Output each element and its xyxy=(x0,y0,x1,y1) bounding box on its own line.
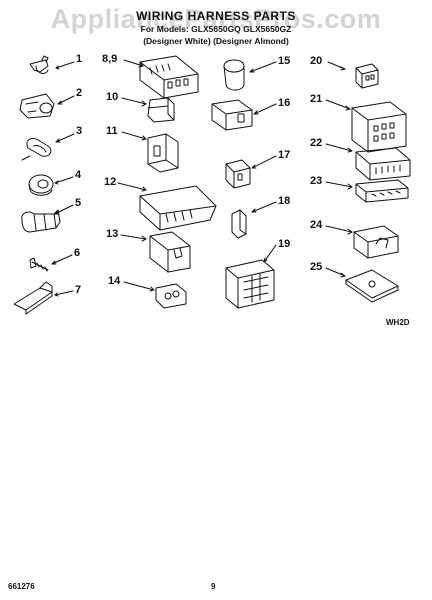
callout-23: 23 xyxy=(310,175,323,187)
figure-code: WH2D xyxy=(386,318,410,327)
part-7-terminal-strip xyxy=(13,281,53,315)
part-24-latch-housing xyxy=(353,225,399,259)
callout-5: 5 xyxy=(75,197,82,209)
callout-6: 6 xyxy=(74,247,81,259)
part-12-connector-bar xyxy=(139,185,217,231)
callout-21: 21 xyxy=(310,93,323,105)
callout-11: 11 xyxy=(106,125,118,137)
part-13-housing xyxy=(149,231,191,273)
part-2-strain-relief xyxy=(19,93,55,119)
callout-20: 20 xyxy=(310,55,323,67)
page-title: WIRING HARNESS PARTS xyxy=(136,9,296,23)
part-10-connector xyxy=(147,97,175,123)
model-numbers: For Models: GLX5650GQ GLX5650GZ xyxy=(140,24,292,34)
callout-8-9: 8,9 xyxy=(102,53,118,65)
part-16-housing xyxy=(211,99,253,131)
callout-12: 12 xyxy=(104,176,117,188)
callout-19: 19 xyxy=(278,238,291,250)
callout-24: 24 xyxy=(310,219,323,231)
callout-1: 1 xyxy=(76,53,83,65)
part-3-cable-clip xyxy=(21,137,52,161)
part-1-wire-clip xyxy=(29,55,49,74)
part-25-mounting-plate xyxy=(345,269,399,303)
leader-lines xyxy=(51,59,353,297)
callout-16: 16 xyxy=(278,97,291,109)
callout-22: 22 xyxy=(310,137,323,149)
document-number: 661276 xyxy=(8,582,35,591)
callout-10: 10 xyxy=(106,91,119,103)
callout-3: 3 xyxy=(76,125,83,137)
model-colors: (Designer White) (Designer Almond) xyxy=(143,36,289,46)
part-22-pin-header xyxy=(355,147,411,181)
callout-25: 25 xyxy=(310,261,323,273)
callout-18: 18 xyxy=(278,195,291,207)
part-5-bracket-clip xyxy=(21,209,61,233)
part-15-tab-sleeve xyxy=(223,59,245,91)
page-number: 9 xyxy=(211,582,216,591)
callout-15: 15 xyxy=(278,55,291,67)
callout-14: 14 xyxy=(108,275,121,287)
callout-7: 7 xyxy=(75,284,82,296)
part-8-9-connector xyxy=(139,55,199,99)
watermark: AppliancePartsPros.com xyxy=(50,4,382,34)
part-23-flat-connector xyxy=(355,179,409,203)
part-4-grommet xyxy=(28,174,54,196)
part-14-plug xyxy=(155,283,187,309)
part-19-terminal-block xyxy=(225,259,275,309)
part-6-screw xyxy=(29,257,49,272)
callout-13: 13 xyxy=(106,228,119,240)
callout-17: 17 xyxy=(278,149,291,161)
part-18-latch-clip xyxy=(231,209,247,239)
callout-4: 4 xyxy=(75,169,82,181)
part-21-multi-pin-housing xyxy=(351,101,407,153)
part-20-cube-connector xyxy=(355,63,379,89)
part-17-connector xyxy=(225,159,251,189)
part-11-housing xyxy=(147,133,179,173)
callout-2: 2 xyxy=(76,87,83,99)
